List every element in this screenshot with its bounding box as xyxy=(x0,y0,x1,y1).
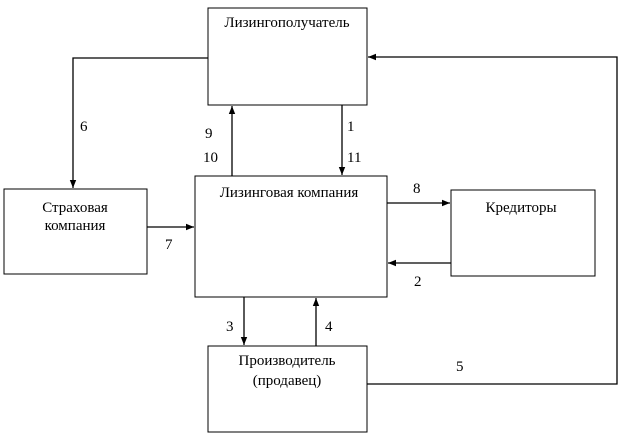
edge-label-6: 6 xyxy=(80,119,88,135)
edge-label-2: 2 xyxy=(414,274,422,290)
edge-lessee-to-insurer xyxy=(69,57,208,188)
node-insurer: Страховая компания xyxy=(3,188,148,275)
node-manufacturer: Производитель (продавец) xyxy=(207,345,368,433)
node-lessee: Лизингополучатель xyxy=(207,7,368,106)
node-lessee-label: Лизингополучатель xyxy=(224,15,349,31)
node-insurer-label-line-2: компания xyxy=(45,218,106,234)
node-leasing-company-label: Лизинговая компания xyxy=(220,185,359,201)
edge-manufacturer-to-lessee xyxy=(367,53,618,385)
node-creditors: Кредиторы xyxy=(450,189,596,277)
edge-label-9: 9 xyxy=(205,126,213,142)
edge-label-5: 5 xyxy=(456,359,464,375)
edge-label-10: 10 xyxy=(203,150,218,166)
node-manufacturer-label-line-2: (продавец) xyxy=(253,373,322,389)
node-leasing-company: Лизинговая компания xyxy=(194,175,388,298)
node-creditors-label: Кредиторы xyxy=(485,200,556,216)
edge-label-7: 7 xyxy=(165,237,173,253)
edge-label-3: 3 xyxy=(226,319,234,335)
edge-label-1: 1 xyxy=(347,119,355,135)
node-insurer-label-line-1: Страховая xyxy=(42,200,108,216)
edge-label-8: 8 xyxy=(413,181,421,197)
node-manufacturer-label-line-1: Производитель xyxy=(238,353,335,369)
edge-label-4: 4 xyxy=(325,319,333,335)
edge-label-11: 11 xyxy=(347,150,361,166)
